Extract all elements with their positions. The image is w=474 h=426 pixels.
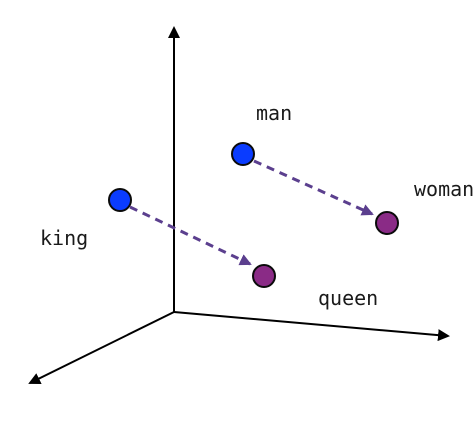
king-point	[108, 188, 132, 212]
king-label: king	[40, 226, 88, 250]
woman-label: woman	[414, 177, 474, 201]
queen-point	[252, 264, 276, 288]
man-label: man	[256, 101, 292, 125]
queen-label: queen	[318, 286, 378, 310]
woman-point	[375, 211, 399, 235]
x-axis	[173, 311, 450, 342]
z-axis	[28, 311, 175, 384]
man-point	[231, 142, 255, 166]
king-to-queen-arrow	[129, 205, 252, 266]
man-to-woman-arrow	[253, 159, 374, 216]
